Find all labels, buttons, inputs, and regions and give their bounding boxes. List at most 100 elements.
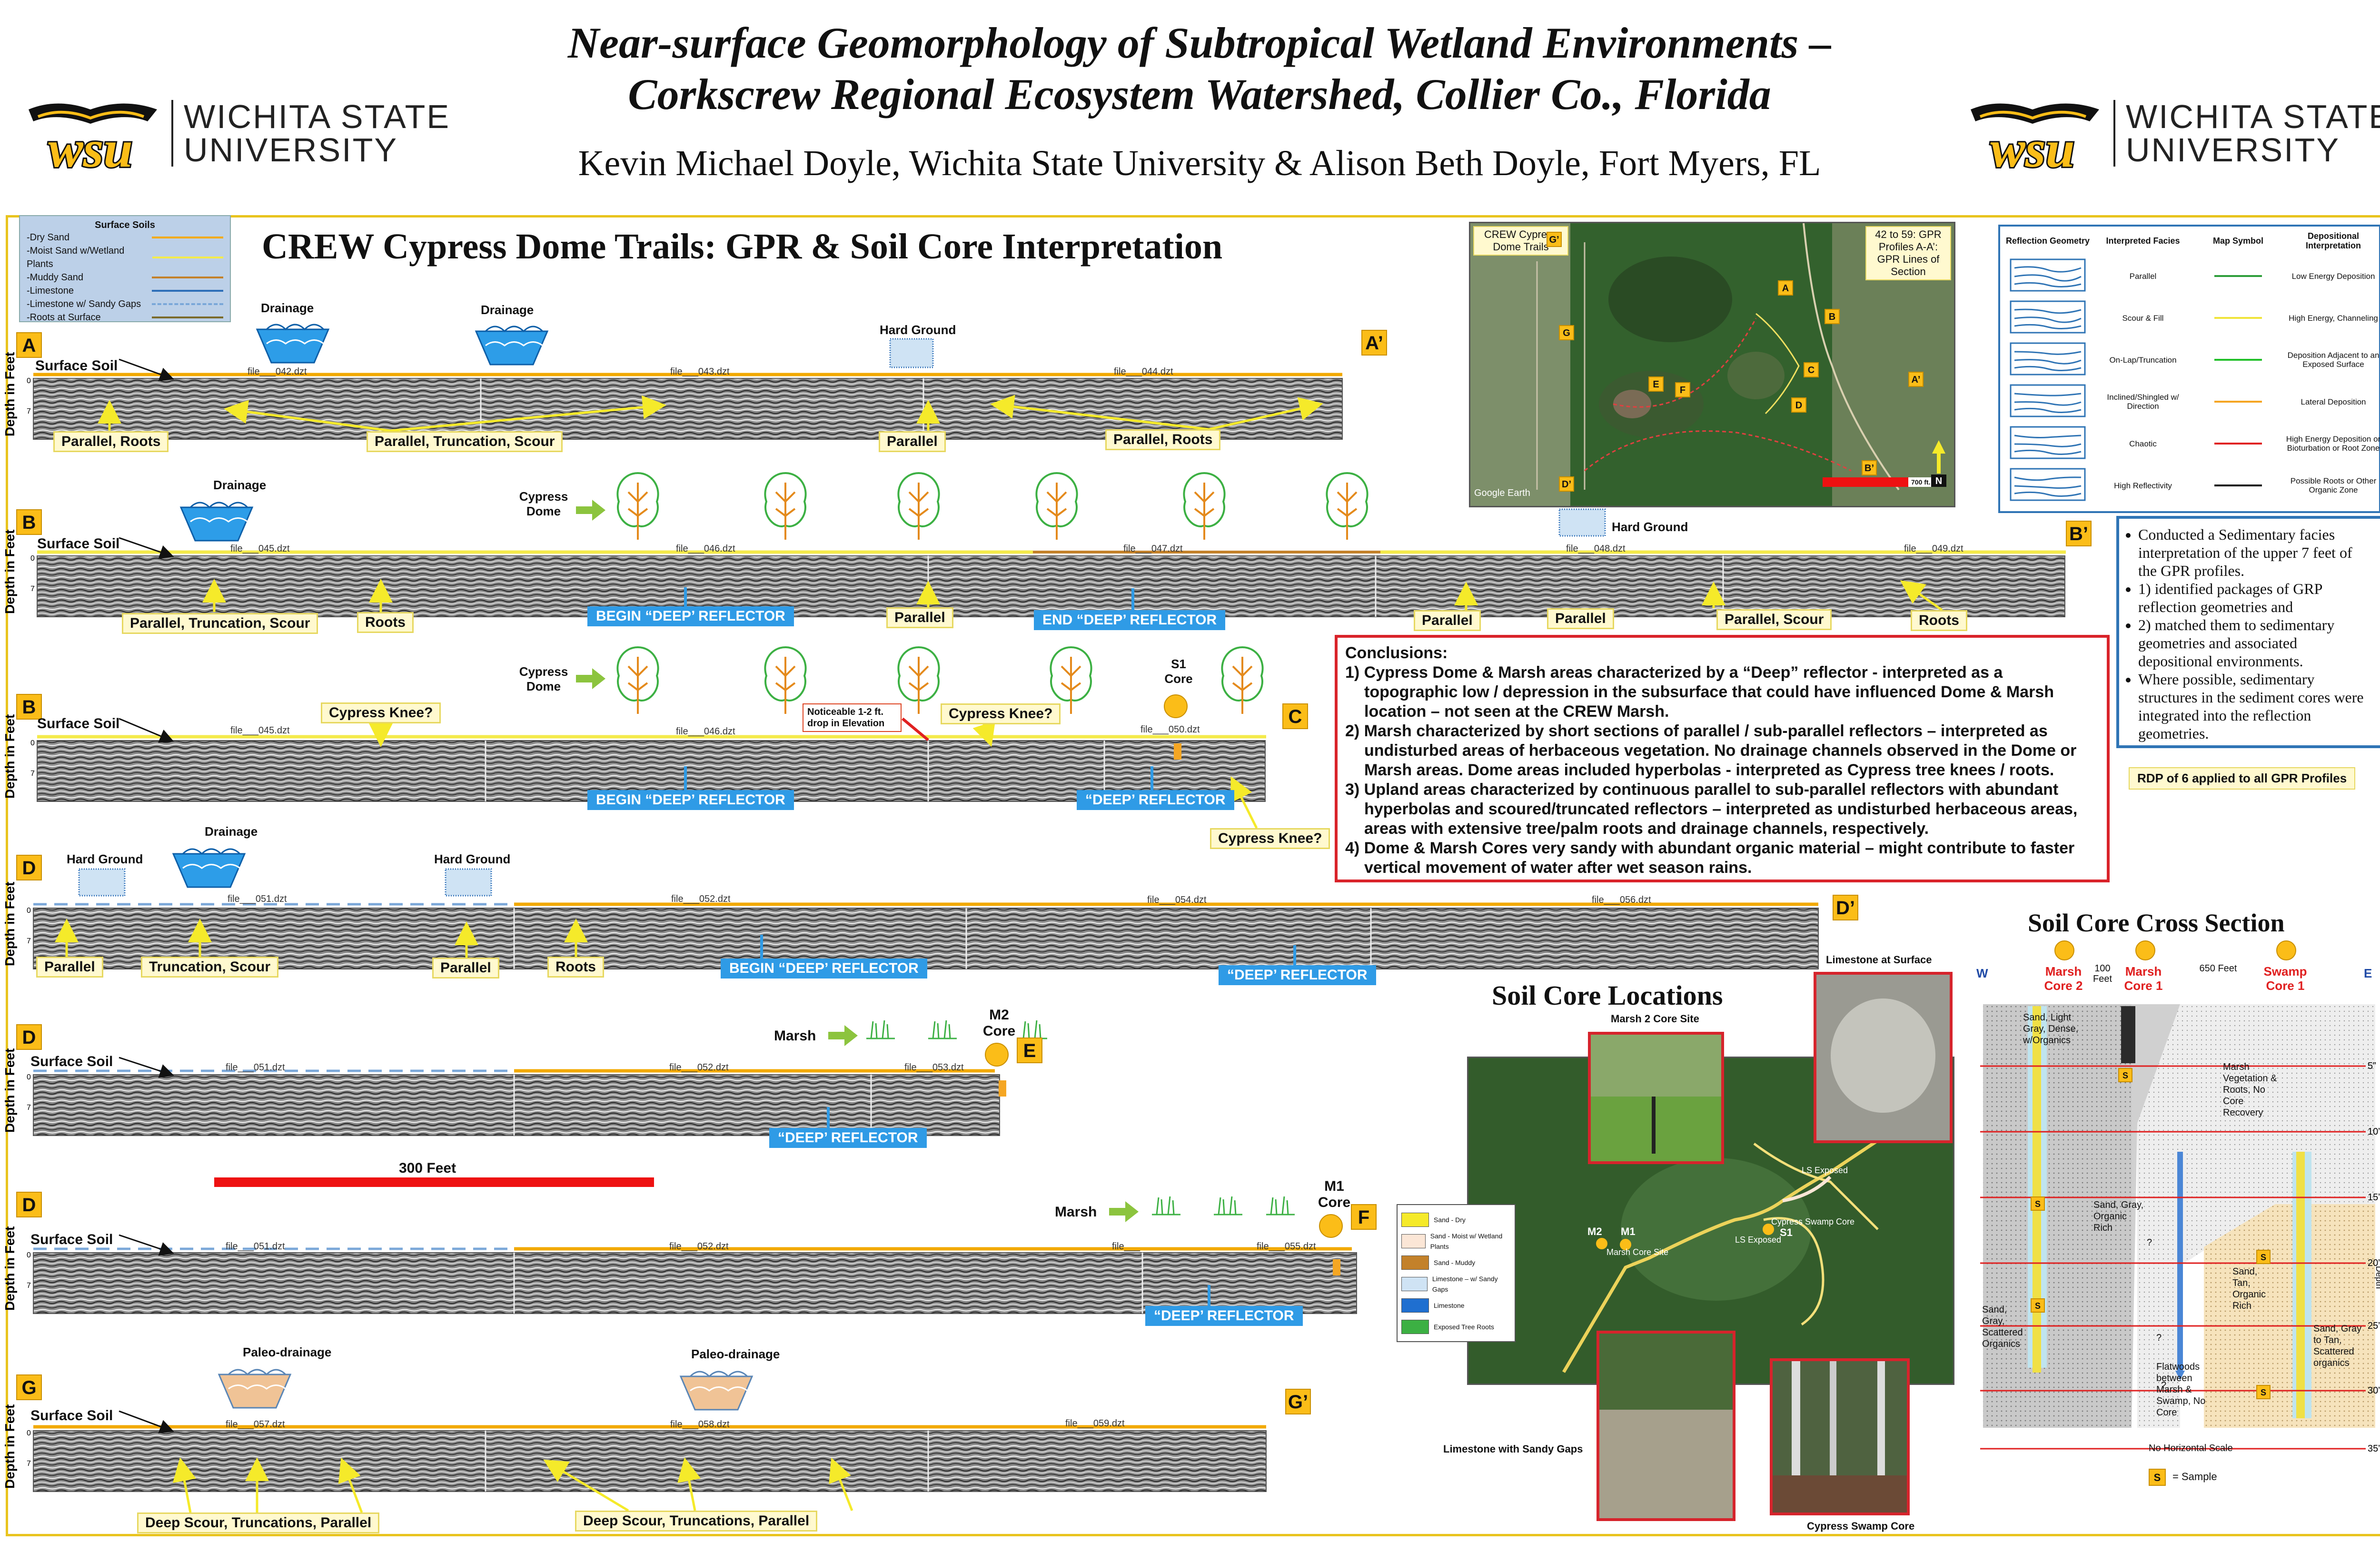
core-key-swatch: [1401, 1319, 1429, 1334]
depth-tick-label: 15”: [2368, 1192, 2380, 1203]
facies-label-a4: Parallel, Roots: [1105, 429, 1221, 450]
cypress-tree-icon: [1183, 472, 1226, 540]
profile-bc-start: B: [16, 694, 42, 720]
facies-label-b7: Roots: [1911, 610, 1967, 631]
begin-deep-bc: BEGIN “DEEP’ REFLECTOR: [587, 790, 794, 810]
conclusion-item: 1) Cypress Dome & Marsh areas characteri…: [1345, 663, 2054, 721]
swamp-core-photo: [1770, 1358, 1910, 1515]
paleo-label-g1: Paleo-drainage: [243, 1345, 332, 1359]
profile-de-end: E: [1017, 1038, 1042, 1063]
cross-section-svg: 5”10”15”20”25”30”35”Depth: [1980, 999, 2380, 1464]
cypress-tree-icon: [616, 472, 659, 540]
sample-marker: S: [2031, 1298, 2045, 1313]
file-label-df-partial: file___: [1112, 1241, 1140, 1252]
facies-label-d4: Roots: [547, 957, 604, 978]
green-arrow-icon: [576, 500, 605, 521]
cross-section-unit: Sand, Gray, Organic Rich: [2093, 1200, 2144, 1233]
facies-label-b1: Parallel, Truncation, Scour: [122, 613, 318, 634]
profile-a-end: A’: [1361, 330, 1387, 356]
core-marker-icon: [985, 1043, 1009, 1067]
depth-tick-0: 0: [30, 554, 35, 563]
depth-tick-7: 7: [27, 1104, 31, 1112]
conclusions-list: 1) Cypress Dome & Marsh areas characteri…: [1345, 663, 2099, 878]
sample-marker: S: [2256, 1385, 2271, 1399]
map-symbol-swatch: [2191, 443, 2286, 445]
gpr-profile-b: [37, 555, 2065, 617]
file-label-d3: file___054.dzt: [1147, 895, 1207, 905]
svg-text:wsu: wsu: [1990, 120, 2074, 176]
depositional-interpretation: Possible Roots or Other Organic Zone: [2290, 476, 2377, 494]
depth-axis-title: Depth in Feet: [2, 882, 17, 966]
wsu-shocker-icon: wsu: [19, 95, 162, 179]
cypress-tree-icon: [897, 646, 940, 714]
gpr-lines-map: CREW Cypress Dome Trails 42 to 59: GPR P…: [1469, 222, 1955, 507]
depth-tick-7: 7: [30, 770, 35, 778]
file-label-df3: file___055.dzt: [1257, 1241, 1316, 1252]
note-item: 1) identified packages of GRP reflection…: [2138, 580, 2371, 616]
elevation-drop-note: Noticeable 1-2 ft. drop in Elevation: [803, 703, 902, 732]
interpretation-arrow: [1209, 397, 1323, 431]
depth-tick-label: 25”: [2368, 1321, 2380, 1331]
deep-reflector-d: “DEEP’ REFLECTOR: [1219, 965, 1376, 985]
scale-bar: [214, 1177, 654, 1187]
pointer-arrow: [119, 718, 174, 743]
file-label-a1: file___042.dzt: [248, 366, 307, 377]
depth-axis-title: Depth in Feet: [2, 1404, 17, 1489]
question-mark: ?: [2147, 1237, 2152, 1248]
facies-label-a2: Parallel, Truncation, Scour: [367, 431, 563, 452]
core-top-marker-icon: [2276, 940, 2296, 960]
file-label-b1: file___045.dzt: [230, 544, 290, 554]
marsh2-photo: [1588, 1032, 1724, 1164]
map-point-label: D’: [1559, 476, 1574, 492]
core-in-profile: [1333, 1259, 1340, 1275]
facies-name: Inclined/Shingled w/ Direction: [2107, 393, 2179, 411]
deep-reflector-de: “DEEP’ REFLECTOR: [769, 1128, 927, 1148]
reflection-geometry-icon: [2000, 468, 2095, 503]
core-key-item: Sand - Moist w/ Wetland Plants: [1401, 1230, 1511, 1252]
map-symbol-swatch: [2191, 317, 2286, 319]
soil-core-locations-title: Soil Core Locations: [1492, 980, 1723, 1011]
profile-df-end: F: [1351, 1204, 1377, 1230]
depositional-interpretation: High Energy Deposition or Bioturbation o…: [2286, 435, 2380, 453]
drainage-label-a2: Drainage: [481, 303, 534, 317]
facies-header-cell: Depositional Interpretation: [2305, 231, 2361, 250]
map-point-label: B’: [1862, 460, 1877, 475]
legend-item: -Limestone: [27, 284, 223, 297]
depth-tick-0: 0: [27, 1073, 31, 1081]
legend-item-label: -Muddy Sand: [27, 272, 83, 283]
file-label-b2: file___046.dzt: [676, 544, 735, 554]
depth-tick-0: 0: [27, 1429, 31, 1437]
cypress-tree-icon: [616, 646, 659, 714]
core-in-profile: [1174, 743, 1181, 760]
wsu-logo-left: wsu: [19, 95, 162, 179]
pointer-arrow: [119, 358, 174, 381]
marsh-grass-icon: [928, 1020, 957, 1039]
note-item: 2) matched them to sedimentary geometrie…: [2138, 616, 2371, 670]
marsh-label-df: Marsh: [1055, 1204, 1097, 1220]
interpretation-arrow: [224, 400, 391, 432]
wsu-wordmark-left: WICHITA STATE UNIVERSITY: [171, 100, 450, 167]
legend-swatch: [152, 303, 223, 305]
depth-tick-7: 7: [30, 585, 35, 593]
cross-section-unit: Marsh Vegetation & Roots, No Core Recove…: [2223, 1062, 2277, 1118]
m1-core-label: M1 Core: [1318, 1178, 1351, 1210]
question-mark: ?: [2156, 1333, 2162, 1343]
core-key-label: Sand - Dry: [1434, 1216, 1466, 1224]
facies-label-a1: Parallel, Roots: [53, 431, 169, 452]
depth-axis-title: Depth in Feet: [2, 1048, 17, 1133]
map-point-label: A’: [1908, 372, 1924, 387]
cypress-tree-icon: [764, 646, 807, 714]
interpretation-arrow: [677, 1457, 701, 1511]
svg-text:N: N: [1935, 476, 1942, 486]
cross-east: E: [2364, 966, 2372, 980]
map-point-label: G: [1559, 325, 1574, 340]
depth-tick-7: 7: [27, 1460, 31, 1468]
conclusions-box: Conclusions: 1) Cypress Dome & Marsh are…: [1335, 635, 2110, 882]
paleo-label-g2: Paleo-drainage: [691, 1347, 780, 1361]
cross-section-unit: Sand, Tan, Organic Rich: [2232, 1266, 2266, 1311]
legend-item: -Roots at Surface: [27, 311, 223, 324]
note-item: Where possible, sedimentary structures i…: [2138, 670, 2371, 742]
wsu-logo-right: wsu: [1961, 95, 2104, 179]
